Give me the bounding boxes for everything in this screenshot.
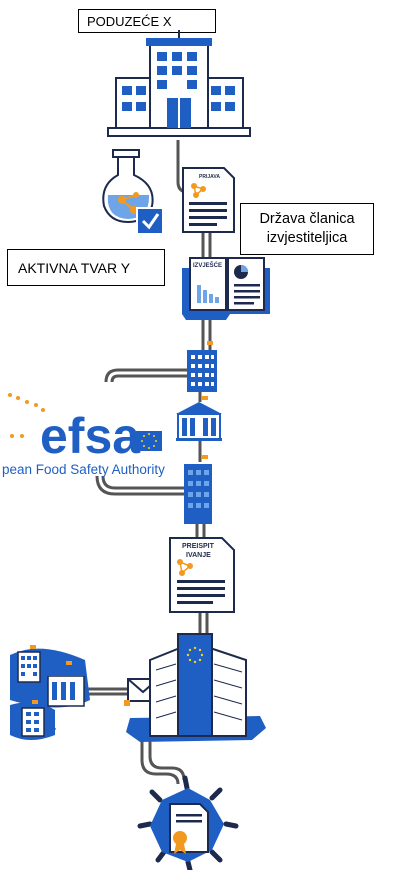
report-book-icon: IZVJEŠĆE	[182, 257, 270, 320]
member-state-label-line2: izvjestiteljica	[266, 230, 348, 246]
active-substance-label: AKTIVNA TVAR Y	[7, 249, 165, 286]
application-document-icon: PRIJAVA	[182, 167, 235, 233]
efsa-logo-text: efsa	[40, 408, 141, 464]
application-document-label: PRIJAVA	[199, 174, 220, 180]
company-building-icon	[107, 30, 251, 137]
review-document-label-line2: IVANJE	[186, 552, 211, 559]
efsa-building-icon	[176, 396, 222, 441]
reviewing-member-state-building-icon	[184, 455, 212, 524]
efsa-tagline: pean Food Safety Authority	[2, 462, 165, 477]
report-document-label: IZVJEŠĆE	[193, 261, 222, 269]
active-substance-label-text: AKTIVNA TVAR Y	[18, 259, 131, 276]
lab-flask-icon	[102, 149, 164, 235]
member-state-label-line1: Država članica	[259, 211, 355, 227]
company-label-text: PODUZEĆE X	[87, 13, 172, 29]
european-commission-building-icon	[126, 633, 266, 742]
member-state-building-icon	[187, 341, 217, 392]
review-document-icon: PREISPIT IVANJE	[169, 537, 235, 613]
company-label: PODUZEĆE X	[78, 9, 216, 33]
member-states-cluster-icon	[10, 645, 90, 740]
review-document-label-line1: PREISPIT	[182, 543, 215, 550]
approval-certificate-icon	[137, 775, 239, 870]
member-state-label: Država članica izvjestiteljica	[240, 203, 374, 255]
flow-pipes	[36, 140, 212, 785]
efsa-logo: efsa pean Food Safety Authority	[2, 393, 165, 477]
